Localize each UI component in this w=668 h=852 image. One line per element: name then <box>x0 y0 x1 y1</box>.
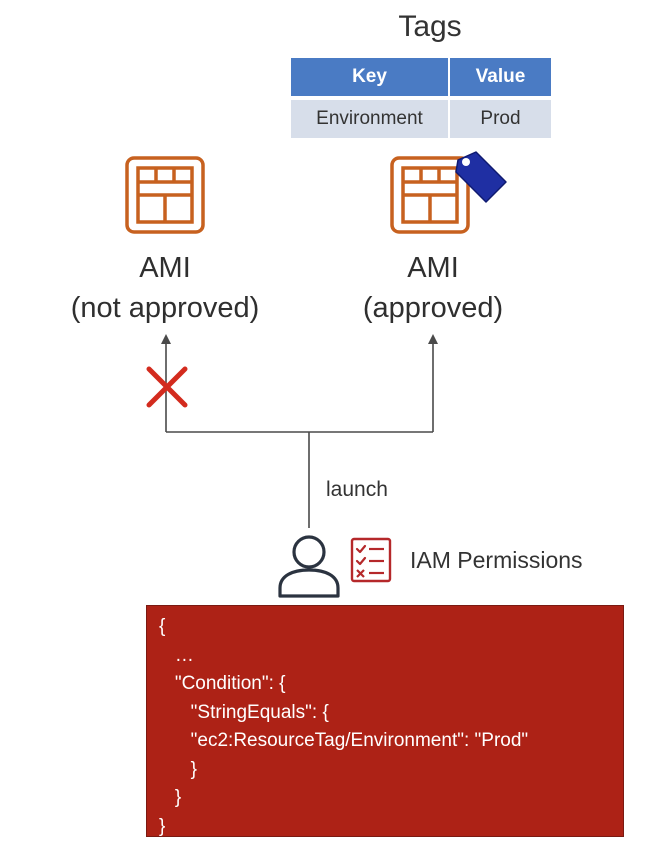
checklist-icon <box>350 537 392 583</box>
red-x-icon <box>146 366 188 408</box>
tags-table: Key Value Environment Prod <box>289 56 553 140</box>
policy-line: } <box>159 787 182 808</box>
policy-line: { <box>159 616 166 637</box>
iam-policy-document: { … "Condition": { "StringEquals": { "ec… <box>146 605 624 837</box>
policy-line: } <box>159 815 166 837</box>
tag-key-cell: Environment <box>291 98 448 138</box>
tags-header-value: Value <box>450 58 551 96</box>
ami-right-title: AMI <box>407 252 459 284</box>
tags-header-key: Key <box>291 58 448 96</box>
tags-header-row: Key Value <box>291 58 551 96</box>
ami-grid-icon <box>390 156 470 234</box>
ami-left-status: (not approved) <box>70 292 260 324</box>
ami-right-status: (approved) <box>362 292 504 324</box>
arrow-head-left <box>161 334 171 344</box>
policy-line: … <box>159 644 194 666</box>
policy-line: } <box>159 758 198 780</box>
user-icon <box>278 535 340 598</box>
iam-permissions-label: IAM Permissions <box>410 547 583 573</box>
policy-line: "ec2:ResourceTag/Environment": "Prod" <box>159 730 529 751</box>
tag-value-cell: Prod <box>450 98 551 138</box>
tags-row: Environment Prod <box>291 98 551 138</box>
ami-approved-label: AMI (approved) <box>308 248 558 328</box>
policy-line: "Condition": { <box>159 673 286 694</box>
ami-left-title: AMI <box>139 252 191 284</box>
ami-not-approved-label: AMI (not approved) <box>40 248 290 328</box>
tags-title: Tags <box>398 10 462 43</box>
arrow-head-right <box>428 334 438 344</box>
ami-grid-icon <box>125 156 205 234</box>
launch-label: launch <box>326 478 388 501</box>
policy-line: "StringEquals": { <box>159 701 329 723</box>
price-tag-icon <box>455 151 507 203</box>
